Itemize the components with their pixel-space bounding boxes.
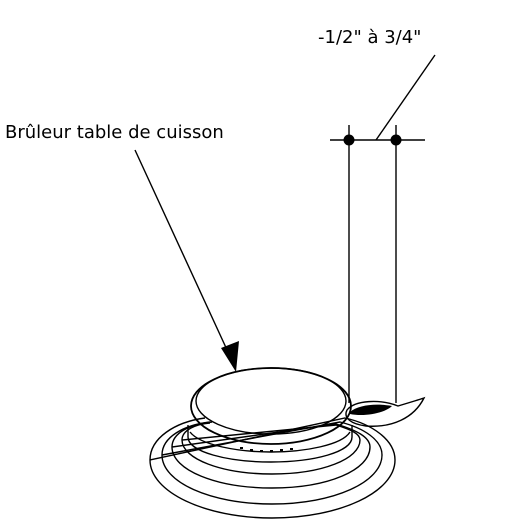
burner-label: Brûleur table de cuisson [5, 122, 224, 143]
flame-core [350, 404, 392, 416]
burner-ring-inner [181, 422, 361, 475]
burner-cap-top [195, 367, 347, 435]
gap-leader-line [375, 54, 436, 141]
gap-dimension-label: -1/2" à 3/4" [318, 27, 421, 48]
dimension-dot-right [390, 134, 402, 146]
dimension-dot-left [343, 134, 355, 146]
burner-leader-line [134, 149, 229, 353]
burner-body [187, 425, 353, 463]
flame-outline [345, 396, 426, 427]
burner-arrowhead [221, 341, 239, 372]
burner-ports [240, 447, 293, 452]
burner-assembly [149, 367, 396, 519]
